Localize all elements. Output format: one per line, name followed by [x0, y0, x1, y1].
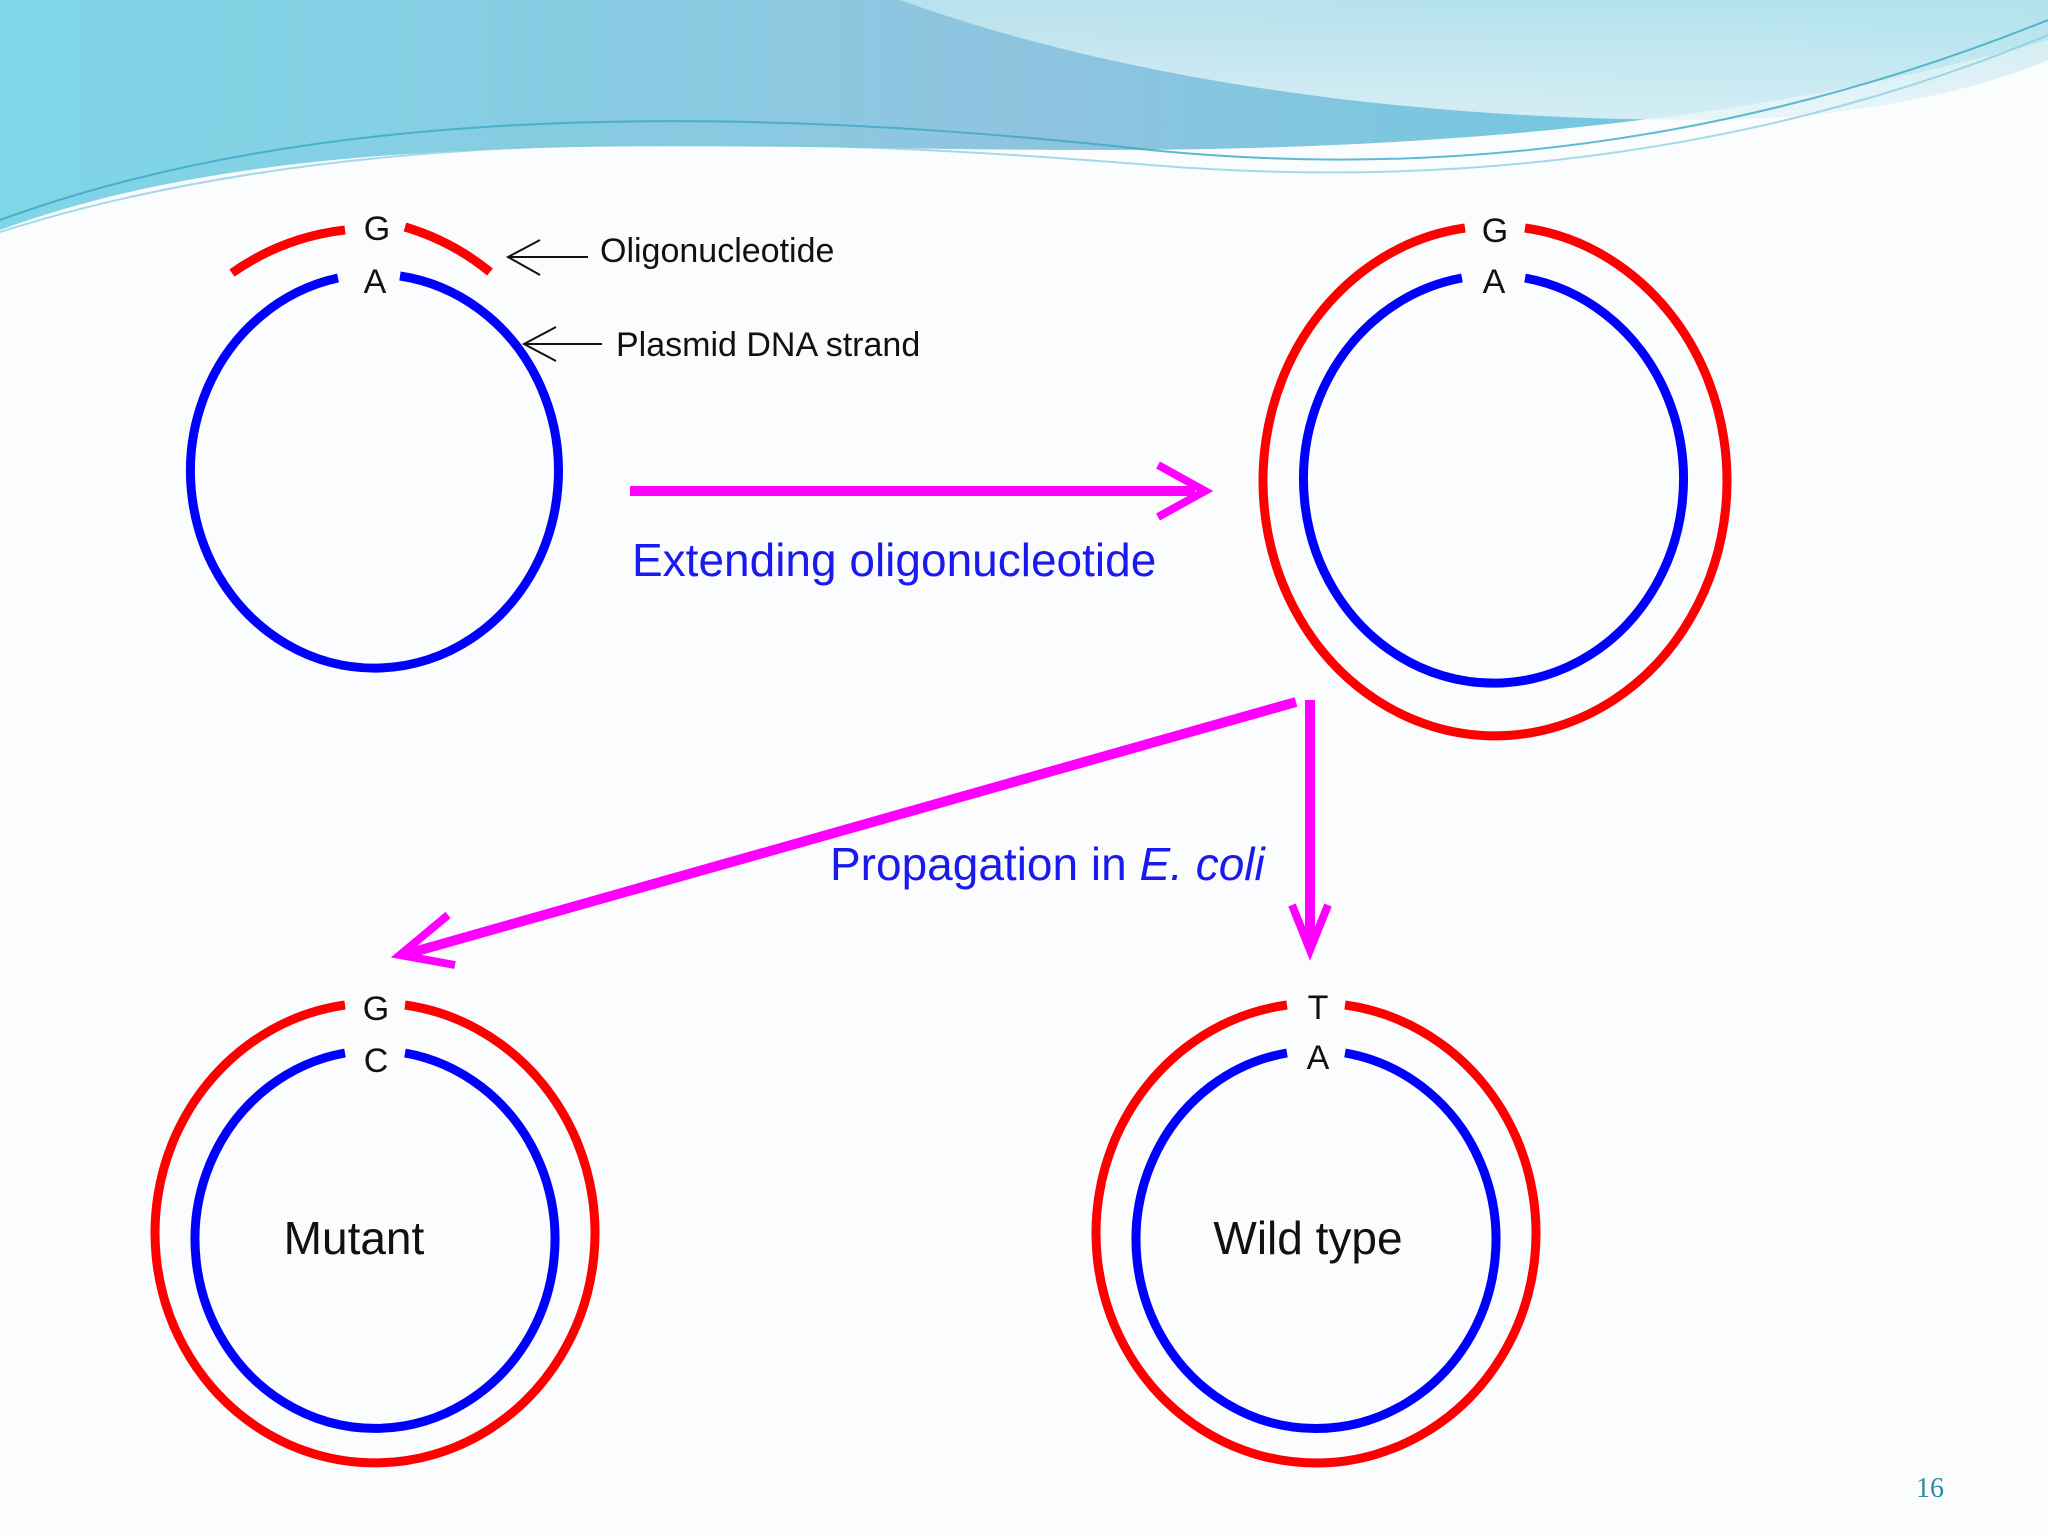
- oligonucleotide-callout: Oligonucleotide: [505, 232, 834, 276]
- plasmid-base-label: A: [364, 263, 387, 301]
- wild-type-outer-strand: [1091, 1000, 1541, 1468]
- plasmid-callout: Plasmid DNA strand: [521, 326, 920, 364]
- annealing-diagram: G A Oligonucleotide Plasmid DNA strand: [185, 210, 920, 673]
- extended-outer-strand: [1258, 223, 1732, 741]
- header-wave: [0, 0, 2048, 233]
- wild-type-plasmid-diagram: T A Wild type: [1091, 989, 1541, 1468]
- extended-inner-base-label: A: [1483, 263, 1506, 301]
- wild-type-label: Wild type: [1213, 1212, 1402, 1264]
- extended-plasmid-diagram: G A: [1258, 212, 1732, 741]
- oligo-base-label: G: [364, 210, 390, 248]
- mutant-label: Mutant: [284, 1212, 425, 1264]
- wild-type-inner-base-label: A: [1307, 1039, 1330, 1077]
- mutant-outer-strand: [150, 1000, 600, 1468]
- mutant-inner-strand: [190, 1048, 560, 1433]
- propagation-step-text: Propagation in: [830, 838, 1139, 890]
- oligonucleotide-strand: [229, 222, 493, 277]
- propagation-arrow-wild-type: [1288, 700, 1332, 961]
- plasmid-strand: [185, 271, 563, 673]
- mutant-plasmid-diagram: G C Mutant: [150, 990, 600, 1468]
- extending-step-label: Extending oligonucleotide: [632, 534, 1156, 586]
- wild-type-outer-base-label: T: [1308, 989, 1329, 1027]
- oligonucleotide-callout-label: Oligonucleotide: [600, 232, 834, 270]
- extending-arrow: [630, 461, 1214, 521]
- mutant-inner-base-label: C: [364, 1042, 389, 1080]
- extended-outer-base-label: G: [1482, 212, 1508, 250]
- page-number: 16: [1916, 1473, 1944, 1504]
- propagation-step-label: Propagation in E. coli: [830, 838, 1266, 890]
- extended-inner-strand: [1299, 273, 1688, 688]
- propagation-organism: E. coli: [1139, 838, 1266, 890]
- propagation-arrow-mutant: [390, 697, 1298, 969]
- wild-type-inner-strand: [1131, 1048, 1501, 1433]
- mutant-outer-base-label: G: [363, 990, 389, 1028]
- plasmid-callout-label: Plasmid DNA strand: [616, 326, 920, 364]
